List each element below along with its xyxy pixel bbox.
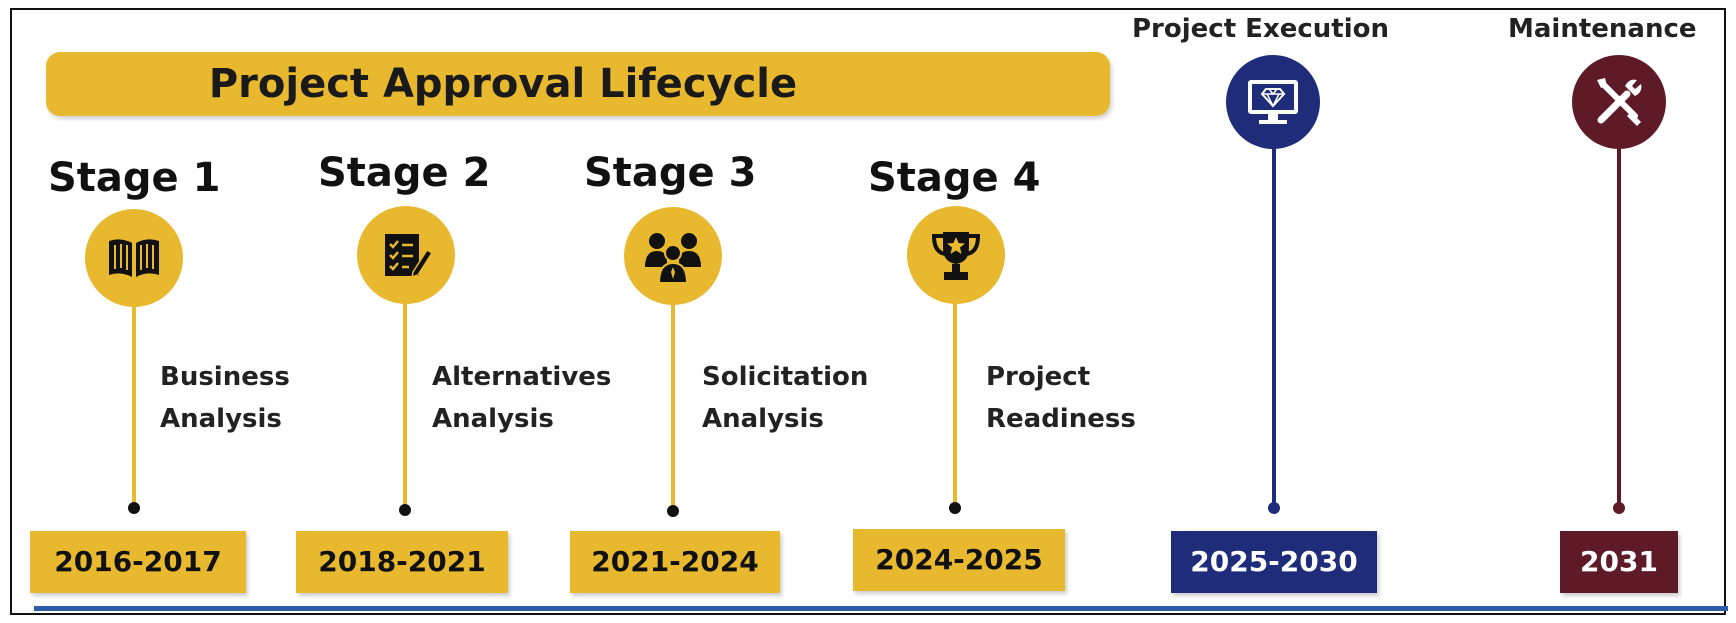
maintenance-icon-circle (1572, 55, 1666, 149)
stage-1-stem (132, 305, 136, 505)
execution-title: Project Execution (1132, 14, 1389, 44)
stage-2-dates: 2018-2021 (296, 531, 508, 593)
stage-1-icon-circle (85, 209, 183, 307)
execution-icon-circle (1226, 55, 1320, 149)
stage-1-desc-line1: Business (160, 362, 290, 392)
diagram-frame (10, 8, 1726, 615)
stage-3-icon-circle (624, 207, 722, 305)
lifecycle-banner: Project Approval Lifecycle (46, 52, 1110, 116)
timeline-baseline (34, 606, 1728, 611)
tools-icon (1597, 78, 1642, 126)
stage-1-title: Stage 1 (48, 155, 221, 201)
stage-3-stem (671, 303, 675, 510)
execution-dates: 2025-2030 (1171, 531, 1377, 593)
stage-2-title: Stage 2 (318, 150, 491, 196)
stage-2-description: Alternatives Analysis (432, 356, 611, 440)
monitor-diamond-icon (1248, 80, 1298, 124)
stage-4-dot (949, 502, 961, 514)
stage-4-icon-circle (907, 206, 1005, 304)
stage-4-desc-line1: Project (986, 362, 1091, 392)
stage-4-description: Project Readiness (986, 356, 1136, 440)
stage-2-desc-line1: Alternatives (432, 362, 612, 392)
stage-3-dot (667, 505, 679, 517)
stage-4-title: Stage 4 (868, 155, 1041, 201)
stage-1-description: Business Analysis (160, 356, 290, 440)
stage-4-stem (953, 302, 957, 507)
checklist-pencil-icon (385, 234, 433, 279)
maintenance-stem (1617, 145, 1621, 507)
stage-3-description: Solicitation Analysis (702, 356, 868, 440)
execution-stem (1272, 145, 1276, 507)
maintenance-dot (1613, 502, 1625, 514)
stage-3-desc-line2: Analysis (702, 404, 824, 434)
banner-title: Project Approval Lifecycle (208, 61, 798, 107)
execution-dot (1268, 502, 1280, 514)
stage-3-desc-line1: Solicitation (702, 362, 869, 392)
book-icon (109, 239, 159, 277)
maintenance-dates: 2031 (1560, 531, 1678, 593)
trophy-icon (931, 232, 981, 280)
team-icon (645, 233, 701, 283)
stage-1-desc-line2: Analysis (160, 404, 282, 434)
stage-4-desc-line2: Readiness (986, 404, 1136, 434)
stage-2-dot (399, 504, 411, 516)
stage-3-title: Stage 3 (584, 150, 757, 196)
stage-1-dates: 2016-2017 (30, 531, 246, 593)
stage-3-dates: 2021-2024 (570, 531, 780, 593)
stage-4-dates: 2024-2025 (853, 529, 1065, 591)
stage-2-stem (403, 302, 407, 510)
stage-1-dot (128, 502, 140, 514)
maintenance-title: Maintenance (1508, 14, 1697, 44)
stage-2-icon-circle (357, 206, 455, 304)
stage-2-desc-line2: Analysis (432, 404, 554, 434)
